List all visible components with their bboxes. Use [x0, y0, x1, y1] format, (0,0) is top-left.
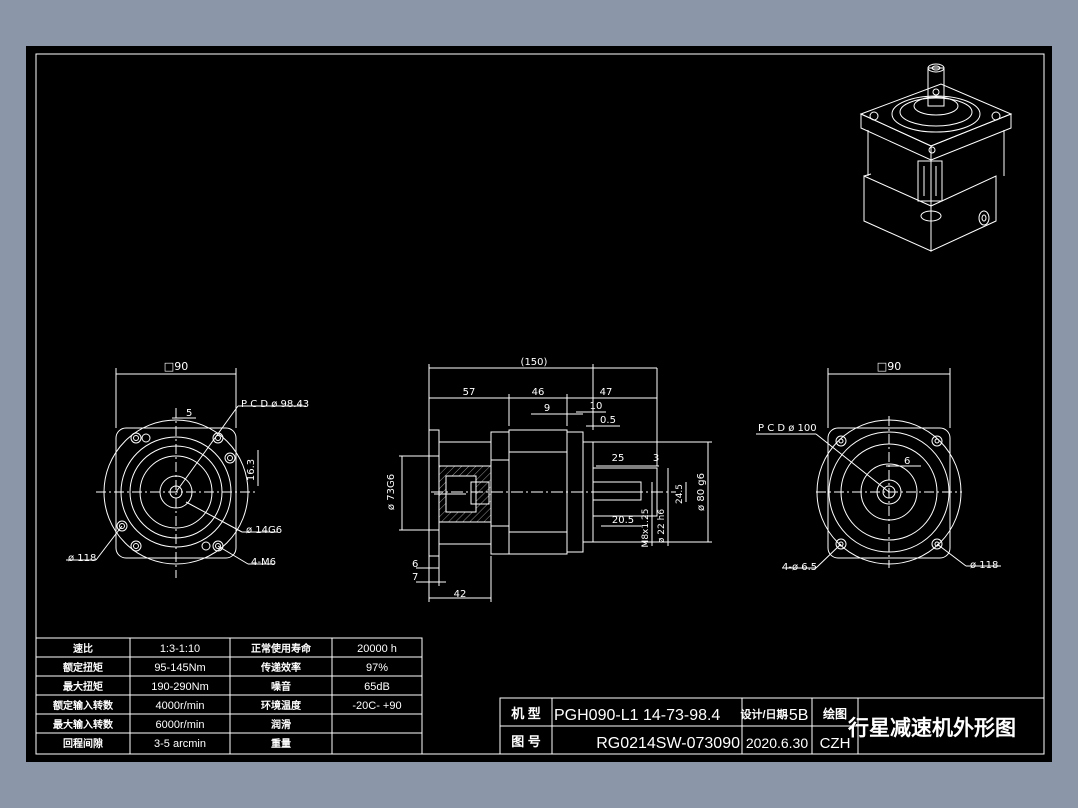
overall-length-dim: (150) — [521, 357, 548, 368]
front-square-dim: □90 — [164, 360, 188, 373]
front-view: □90 P C D ø 98.43 5 16.3 ø 14G6 4-M6 ø 1… — [66, 360, 309, 578]
spec-row-4-label: 额定输入转数 — [53, 699, 114, 712]
spec-row-2-label2: 传递效率 — [260, 661, 301, 674]
model-value: PGH090-L1 14-73-98.4 — [554, 707, 720, 724]
dim-6: 6 — [412, 559, 418, 570]
spec-row-4-label2: 环境温度 — [261, 699, 302, 712]
front-pcd-label: P C D ø 98.43 — [241, 399, 309, 410]
front-dim-16-3: 16.3 — [246, 459, 257, 481]
rear-pcd-label: P C D ø 100 — [758, 423, 817, 434]
spec-row-3-label2: 噪音 — [271, 680, 291, 693]
spec-row-4-value: 4000r/min — [156, 700, 205, 712]
dim-7: 7 — [412, 572, 418, 583]
spec-row-2-value2: 97% — [366, 662, 388, 674]
rear-view: □90 P C D ø 100 6 4-ø 6.5 ø 118 — [756, 360, 1001, 573]
drawing-no-value: RG0214SW-073090 — [596, 735, 740, 752]
spec-row-6-value: 3-5 arcmin — [154, 738, 206, 750]
title-block — [499, 697, 1045, 755]
spec-row-5-value: 6000r/min — [156, 719, 205, 731]
spec-row-1-label: 速比 — [73, 642, 93, 655]
spec-table-text: 速比 1:3-1:10 正常使用寿命 20000 h 额定扭矩 95-145Nm… — [53, 642, 402, 750]
thread-dim: M8x1.25 — [641, 509, 651, 548]
drawn-label: 绘图 — [823, 706, 847, 721]
design-date-label: 设计/日期 — [740, 707, 787, 721]
front-tap-dim: 4-M6 — [251, 557, 276, 568]
dim-10: 10 — [590, 401, 603, 412]
spec-row-1-value2: 20000 h — [357, 643, 397, 655]
dim-3: 3 — [653, 453, 659, 464]
dim-0-5: 0.5 — [600, 415, 616, 426]
drawing-sheet: □90 P C D ø 98.43 5 16.3 ø 14G6 4-M6 ø 1… — [26, 46, 1052, 762]
dim-25: 25 — [612, 453, 625, 464]
spec-row-5-label: 最大输入转数 — [53, 718, 114, 731]
pilot-diameter-dim: ø 80 g6 — [696, 473, 707, 511]
date-value: 2020.6.30 — [746, 735, 808, 751]
drafter-value: CZH — [820, 735, 851, 752]
drawing-no-label: 图 号 — [511, 734, 541, 749]
spec-row-6-label2: 重量 — [271, 737, 291, 750]
front-shaft-dim: ø 14G6 — [246, 525, 282, 536]
spec-row-3-label: 最大扭矩 — [63, 680, 103, 693]
front-dim-5: 5 — [186, 408, 192, 419]
side-section-view: (150) 57 46 47 9 10 0.5 25 3 24.5 20.5 M… — [386, 357, 712, 602]
spec-row-4-value2: -20C- +90 — [352, 700, 401, 712]
drawing-title: 行星减速机外形图 — [847, 716, 1016, 740]
cad-drawing: □90 P C D ø 98.43 5 16.3 ø 14G6 4-M6 ø 1… — [35, 53, 1045, 755]
dim-42: 42 — [454, 589, 467, 600]
rear-outer-dim: ø 118 — [970, 560, 998, 571]
spec-row-3-value2: 65dB — [364, 681, 390, 693]
rear-holes-dim: 4-ø 6.5 — [782, 562, 817, 573]
dim-9: 9 — [544, 403, 550, 414]
spec-row-2-value: 95-145Nm — [154, 662, 205, 674]
rear-square-dim: □90 — [877, 360, 901, 373]
spec-row-3-value: 190-290Nm — [151, 681, 208, 693]
dim-24-5: 24.5 — [675, 484, 685, 504]
dim-20-5: 20.5 — [612, 515, 634, 526]
spec-row-1-label2: 正常使用寿命 — [251, 642, 312, 655]
spec-table — [35, 637, 423, 755]
dim-57: 57 — [463, 387, 476, 398]
shaft-diameter-dim: ø 22 h6 — [657, 509, 667, 543]
front-outer-dim: ø 118 — [68, 553, 96, 564]
spec-row-5-label2: 润滑 — [271, 718, 291, 731]
model-label: 机 型 — [511, 706, 541, 721]
rear-dim-6: 6 — [904, 456, 910, 467]
title-block-text: 机 型 PGH090-L1 14-73-98.4 设计/日期 -5B 绘图 图 … — [511, 706, 1016, 752]
dim-46: 46 — [532, 387, 545, 398]
isometric-view — [859, 63, 1013, 252]
spec-row-2-label: 额定扭矩 — [63, 661, 103, 674]
spigot-diameter-dim: ø 73G6 — [386, 474, 397, 510]
dim-47: 47 — [600, 387, 613, 398]
spec-row-6-label: 回程间隙 — [63, 737, 103, 750]
design-value: -5B — [784, 707, 809, 724]
spec-row-1-value: 1:3-1:10 — [160, 643, 200, 655]
